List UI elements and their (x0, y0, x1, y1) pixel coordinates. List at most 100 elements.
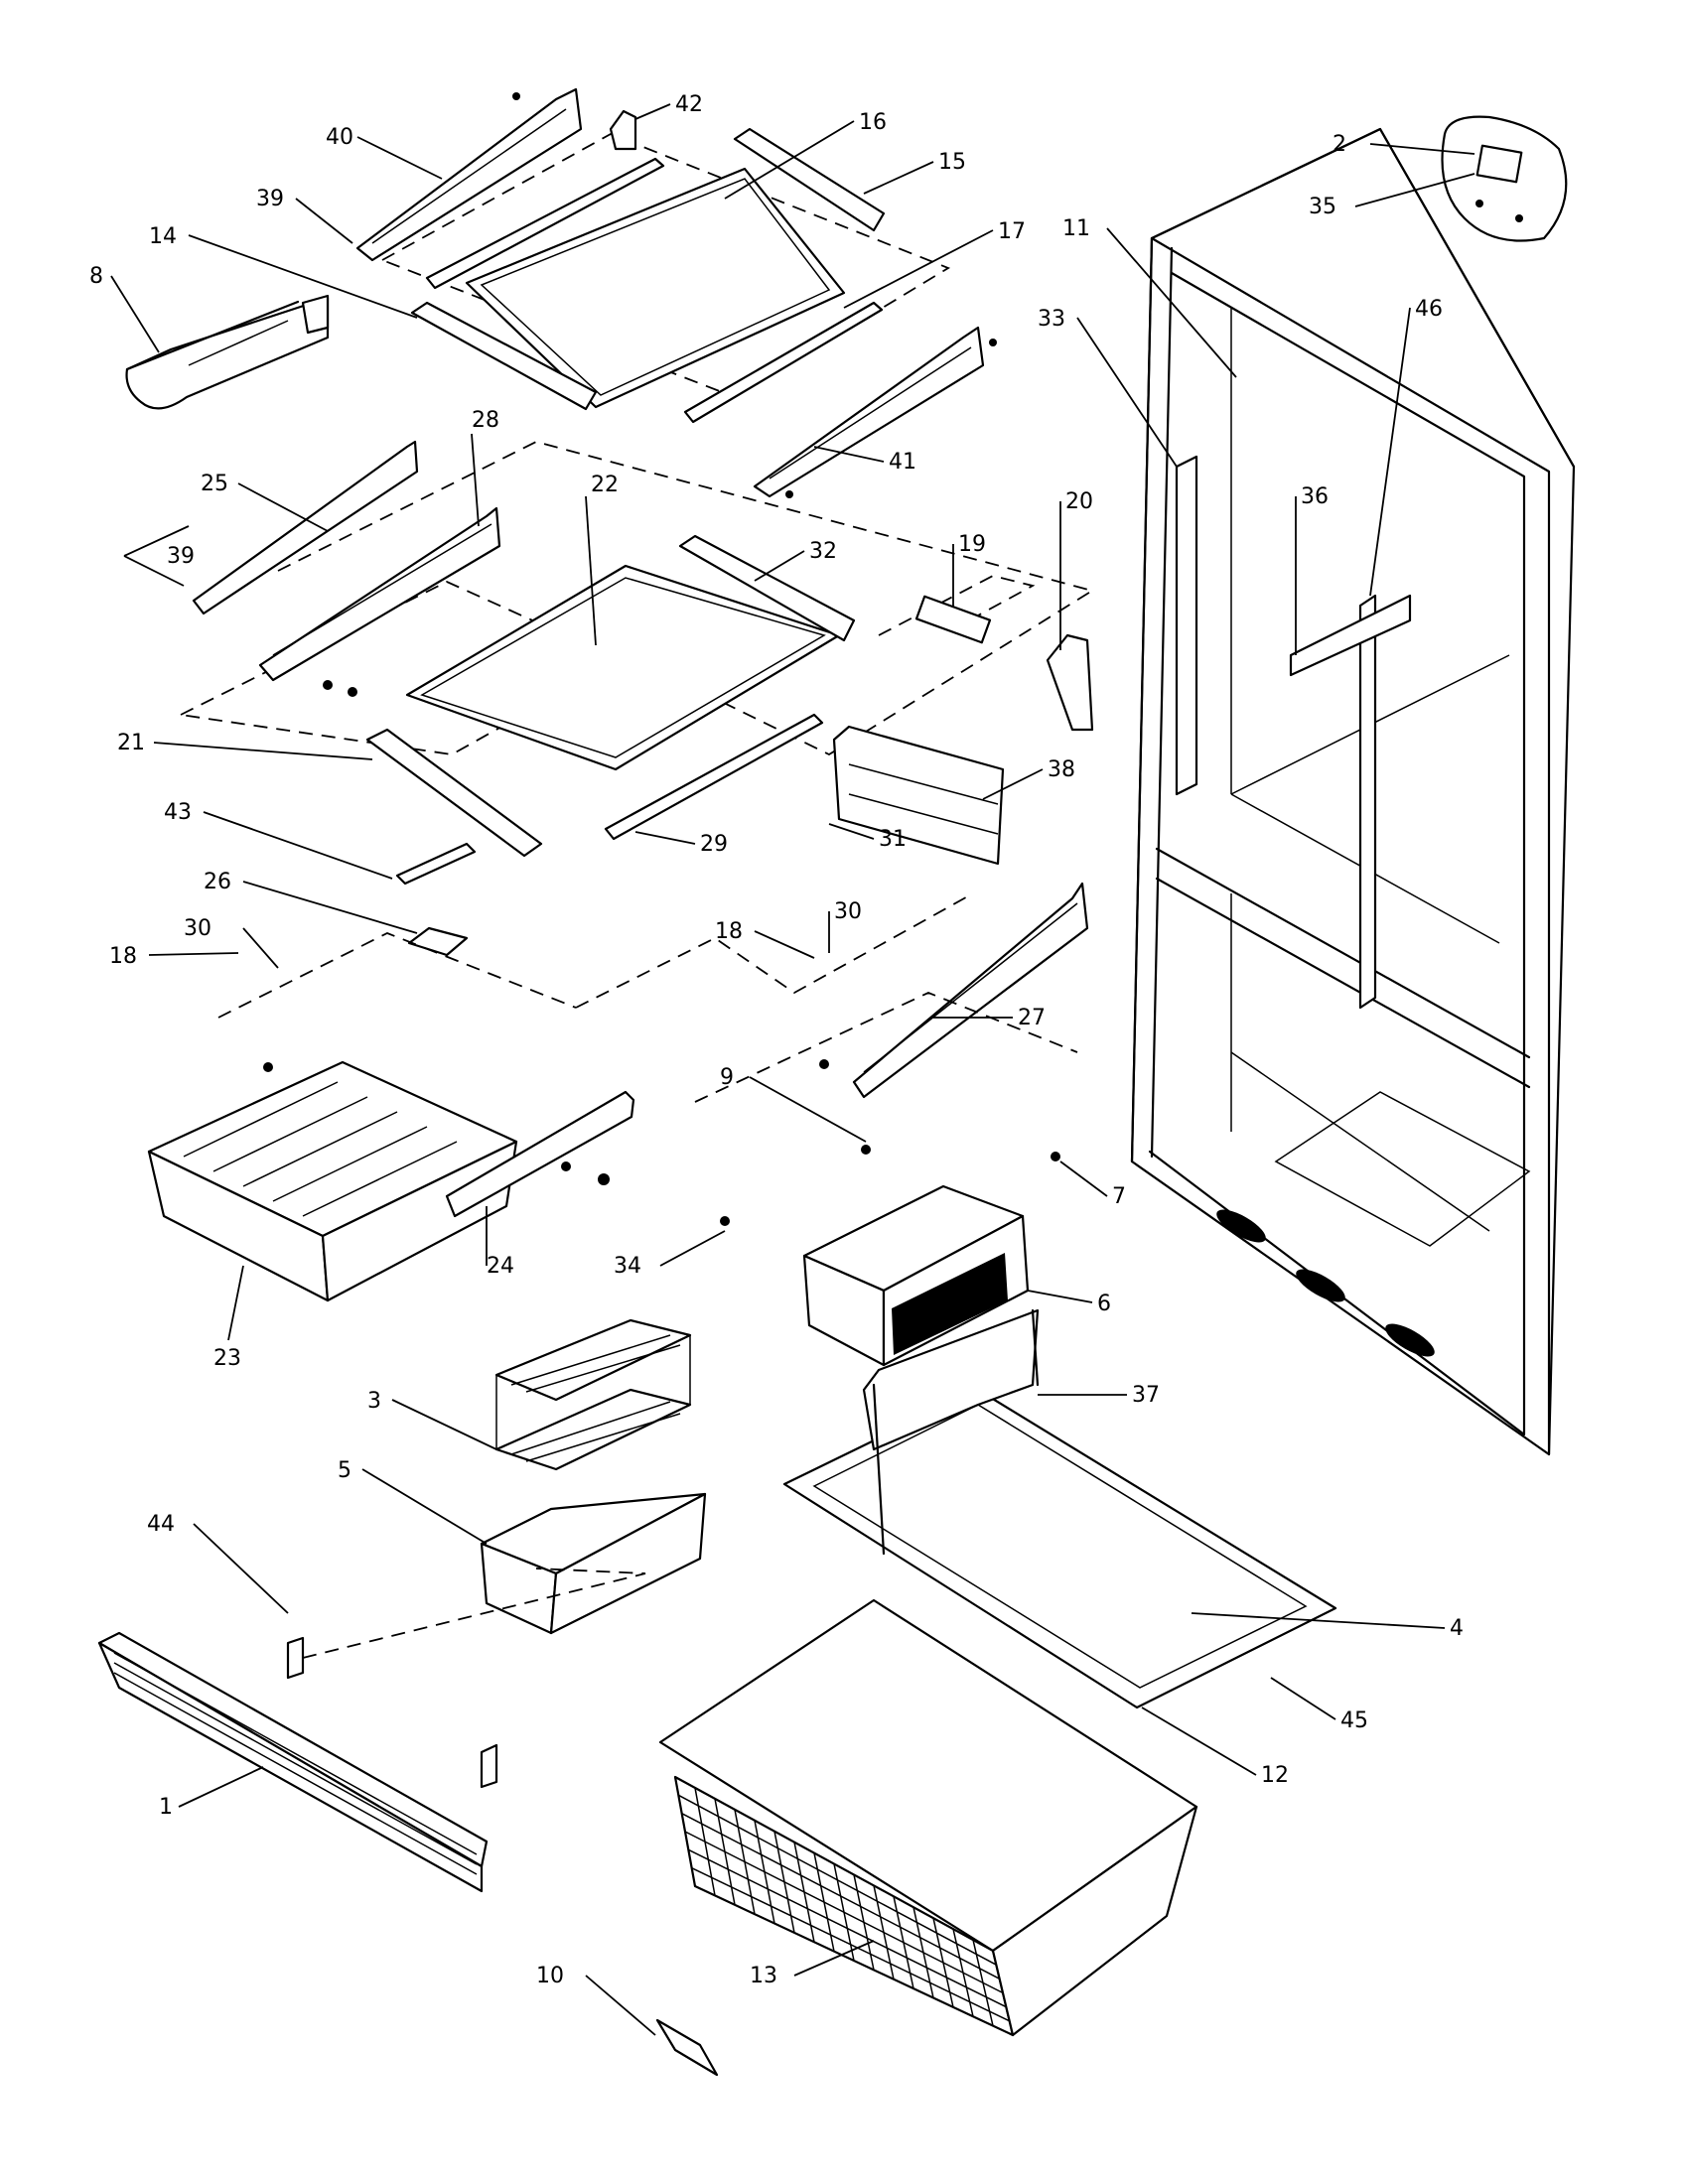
svg-text:40: 40 (326, 125, 353, 150)
ice-maker-6 (694, 992, 1078, 1367)
callout-30: 30 (184, 916, 279, 969)
shelf-rail-29 (604, 713, 824, 841)
left-slide-25 (192, 440, 419, 615)
freezer-shelf-4 (782, 1308, 1337, 1709)
svg-text:25: 25 (201, 472, 228, 496)
svg-text:28: 28 (472, 408, 499, 433)
grille-clip-44 (286, 1636, 305, 1680)
svg-text:7: 7 (1112, 1184, 1126, 1209)
callout-44: 44 (147, 1512, 289, 1614)
svg-text:9: 9 (720, 1065, 734, 1090)
callout-36: 36 (1295, 484, 1329, 655)
svg-text:41: 41 (889, 450, 916, 475)
svg-text:29: 29 (700, 832, 728, 857)
callout-18: 18 (109, 944, 239, 969)
callout-10: 10 (536, 1964, 656, 2036)
basket-wire (684, 1831, 1004, 1994)
shelf-slide-27 (852, 882, 1089, 1099)
svg-text:17: 17 (998, 219, 1026, 244)
wire-divider-37 (862, 1308, 1040, 1451)
shelf-front-trim-14 (410, 301, 598, 411)
svg-text:36: 36 (1301, 484, 1329, 509)
left-shelf-slide-40 (355, 87, 583, 262)
right-shelf-slide-41 (753, 326, 985, 498)
basket-mesh (677, 1787, 1010, 2026)
callout-29: 29 (634, 831, 728, 857)
svg-text:27: 27 (1018, 1006, 1046, 1030)
callout-1: 1 (159, 1766, 264, 1820)
callout-41: 41 (813, 446, 916, 475)
shelf-front-trim-21 (365, 728, 543, 858)
callout-19: 19 (952, 532, 986, 608)
top-glass-shelf (465, 167, 846, 409)
callout-17: 17 (843, 219, 1026, 309)
svg-text:3: 3 (367, 1389, 381, 1414)
ice-bin-5 (480, 1492, 707, 1635)
crisper-cover-31 (832, 725, 1005, 866)
callout-15: 15 (863, 150, 966, 195)
drawer-slide-24 (445, 1090, 635, 1218)
callout-31: 31 (828, 823, 907, 852)
door-bin-8 (125, 294, 330, 410)
light-shield-20 (1046, 633, 1094, 732)
basket-wire (688, 1848, 1007, 2008)
freezer-basket-13 (658, 1598, 1198, 2037)
svg-text:8: 8 (89, 264, 103, 289)
kick-plate-grille-1 (97, 1568, 646, 1893)
svg-text:44: 44 (147, 1512, 175, 1537)
svg-text:1: 1 (159, 1795, 173, 1820)
svg-text:45: 45 (1340, 1708, 1368, 1733)
svg-text:5: 5 (338, 1458, 351, 1483)
svg-text:2: 2 (1333, 132, 1346, 157)
basket-wire (691, 1866, 1010, 2022)
callout-5: 5 (338, 1458, 488, 1545)
callout-39: 39 (256, 187, 353, 244)
callout-42: 42 (634, 92, 703, 120)
svg-text:33: 33 (1038, 307, 1065, 332)
svg-text:11: 11 (1062, 216, 1090, 241)
left-slide-28 (258, 506, 501, 682)
callout-4: 4 (1191, 1612, 1464, 1641)
svg-text:43: 43 (164, 800, 192, 825)
callout-2: 2 (1333, 132, 1475, 157)
crisper-drawer-23 (147, 892, 974, 1302)
callout-37: 37 (1038, 1383, 1160, 1408)
callout-3: 3 (367, 1389, 497, 1450)
part-callouts: 40 42 16 15 39 14 17 8 41 28 25 22 39 32… (89, 92, 1475, 2036)
svg-text:37: 37 (1132, 1383, 1160, 1408)
svg-text:14: 14 (149, 224, 177, 249)
callout-27: 27 (933, 1006, 1046, 1030)
ice-trays-3 (494, 1318, 692, 1471)
callout-8: 8 (89, 264, 160, 353)
svg-text:19: 19 (958, 532, 986, 557)
basket-handle-10 (655, 2018, 719, 2077)
svg-text:10: 10 (536, 1964, 564, 1988)
svg-text:30: 30 (184, 916, 211, 941)
shelf-rear-trim-15 (733, 127, 886, 232)
light-assembly-19-20 (878, 575, 1094, 732)
callout-43: 43 (164, 800, 393, 880)
svg-text:12: 12 (1261, 1763, 1289, 1788)
svg-text:26: 26 (204, 870, 231, 894)
callout-46: 46 (1369, 297, 1443, 597)
callout-11: 11 (1062, 216, 1237, 378)
top-shelf-assembly (355, 87, 997, 498)
svg-text:32: 32 (809, 539, 837, 564)
svg-text:22: 22 (591, 473, 619, 497)
svg-text:35: 35 (1309, 195, 1336, 219)
svg-text:6: 6 (1097, 1292, 1111, 1316)
svg-text:18: 18 (109, 944, 137, 969)
shelf-bracket-36 (1289, 594, 1412, 677)
svg-text:16: 16 (859, 110, 887, 135)
shelf-rear-trim-32 (678, 534, 856, 642)
svg-text:31: 31 (879, 827, 907, 852)
callout-30: 30 (828, 899, 862, 953)
shelf-strip-17 (683, 301, 884, 424)
svg-text:39: 39 (167, 544, 195, 569)
callout-25: 25 (201, 472, 329, 532)
divider-rod-43 (395, 842, 477, 886)
refrigerator-cabinet (1130, 127, 1576, 1456)
svg-text:15: 15 (938, 150, 966, 175)
callout-20: 20 (1059, 489, 1093, 650)
basket-wire (681, 1813, 1001, 1979)
